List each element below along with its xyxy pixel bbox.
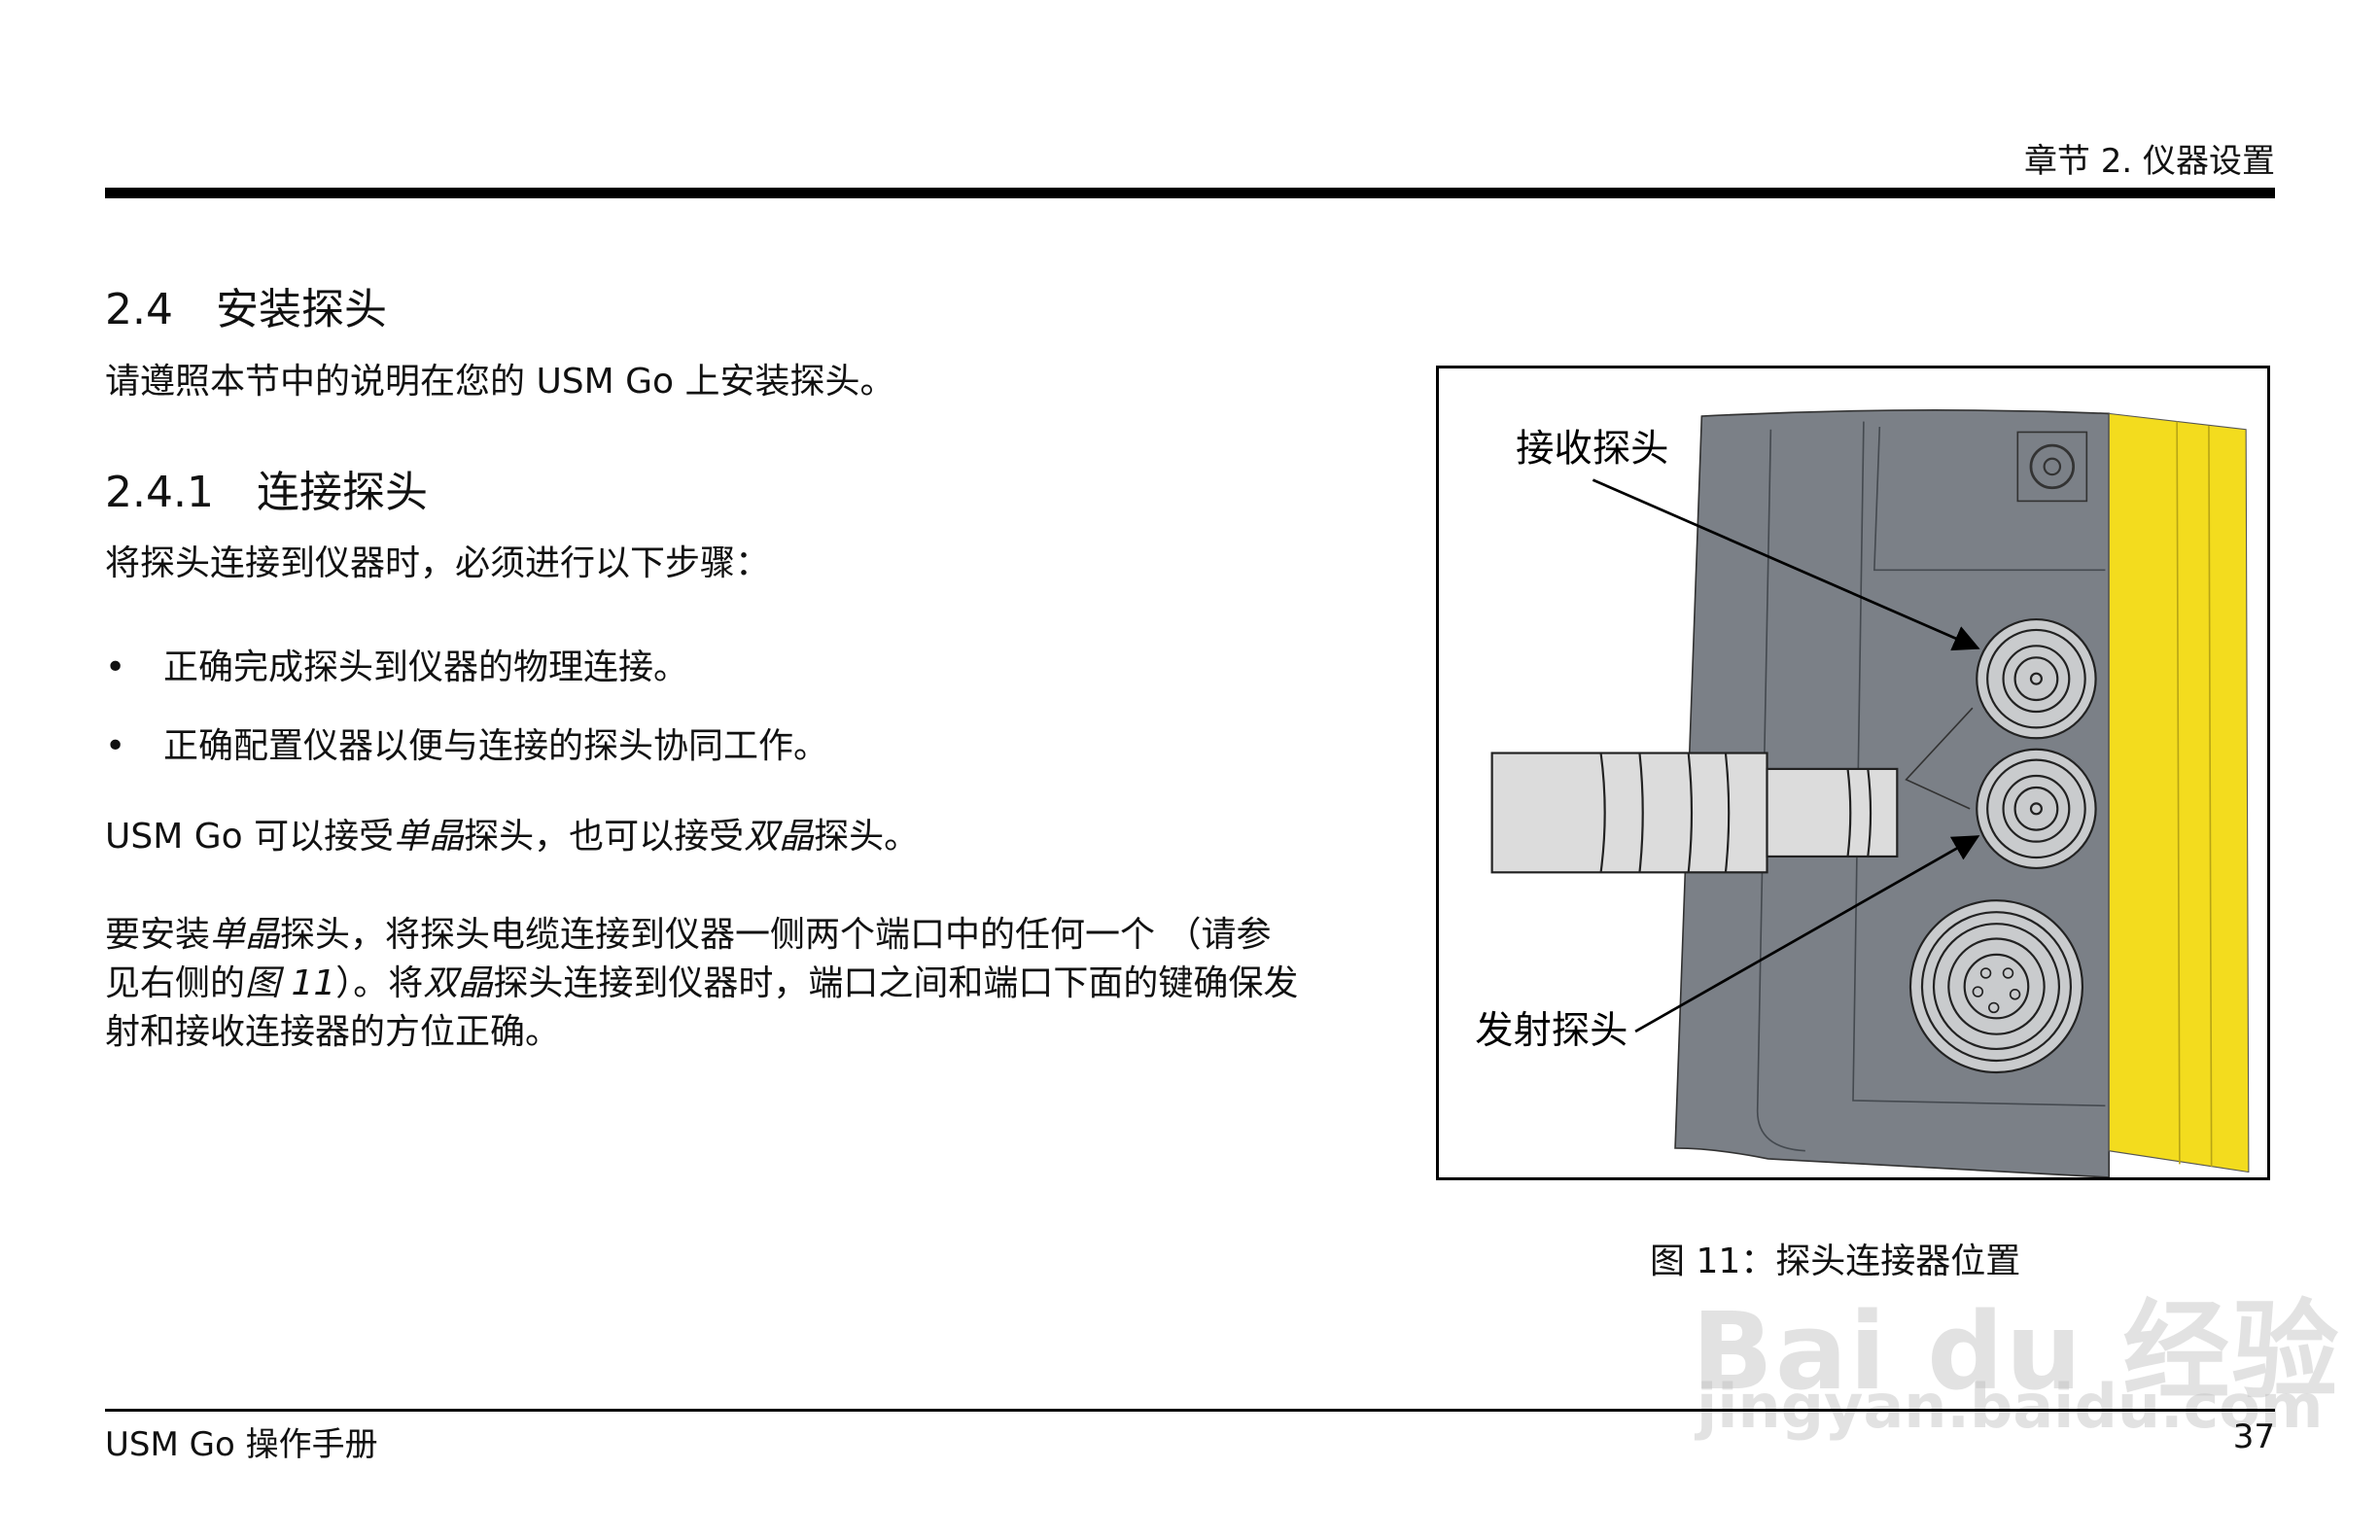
subsection-heading: 2.4.1 连接探头 [105,457,428,519]
transmit-arrow [1634,835,1980,1033]
baidu-watermark: Bai du 经验 [1692,1289,2341,1414]
subsection-title: 连接探头 [256,468,428,517]
bullet-text: 正确配置仪器以便与连接的探头协同工作。 [163,726,829,766]
receive-arrow [1592,478,1980,651]
chapter-header: 章节 2. 仪器设置 [2023,142,2275,181]
baidu-watermark-url: jingyan.baidu.com [1697,1371,2324,1442]
figure-probe-connectors: 接收探头 发射探头 [1436,366,2270,1180]
paragraph-install: 要安装单晶探头，将探头电缆连接到仪器一侧两个端口中的任何一个 （请参 见右侧的图… [105,915,1299,1052]
bullet-item: •正确完成探头到仪器的物理连接。 [105,648,689,687]
dc-jack [2016,431,2088,503]
receive-port [1976,617,2097,740]
bullet-text: 正确完成探头到仪器的物理连接。 [163,648,689,687]
transmit-probe-label: 发射探头 [1475,1009,1628,1053]
receive-probe-label: 接收探头 [1516,427,1668,471]
subsection-intro: 将探头连接到仪器时，必须进行以下步骤： [105,543,771,583]
transmit-port [1976,748,2097,870]
header-rule [105,188,2275,198]
section-intro: 请遵照本节中的说明在您的 USM Go 上安装探头。 [105,362,895,402]
multi-pin-port [1908,899,2084,1074]
page-number: 37 [2232,1418,2275,1456]
footer-title: USM Go 操作手册 [105,1425,378,1464]
subsection-number: 2.4.1 [105,468,214,517]
figure-reference: 图 11 [245,963,336,1003]
section-title: 安装探头 [215,285,387,334]
section-number: 2.4 [105,285,173,334]
paragraph-probe-types: USM Go 可以接受单晶探头，也可以接受双晶探头。 [105,817,920,857]
probe-cable [1490,752,1899,874]
section-heading: 2.4 安装探头 [105,274,387,336]
figure-caption: 图 11：探头连接器位置 [1650,1242,2021,1281]
footer-rule [105,1409,2275,1412]
device-illustration: 接收探头 发射探头 [1475,409,2250,1177]
bullet-item: •正确配置仪器以便与连接的探头协同工作。 [105,726,829,766]
